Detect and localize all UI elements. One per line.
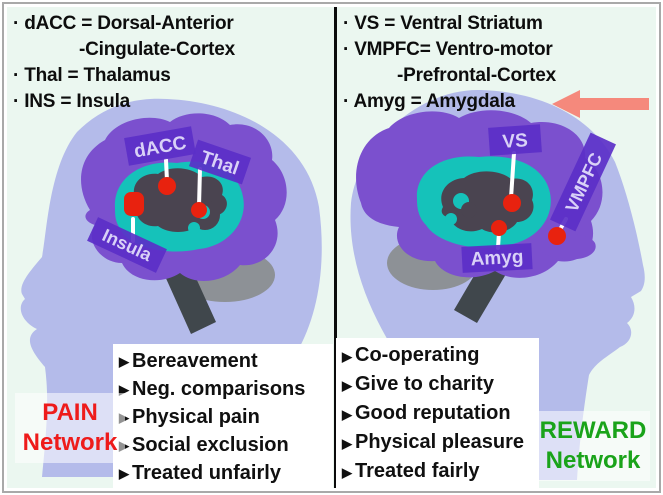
legend-line: · VS = Ventral Striatum <box>343 13 543 34</box>
right-curl-center <box>461 202 477 218</box>
reward-abbreviation-legend: · VS = Ventral Striatum · VMPFC= Ventro-… <box>343 11 556 115</box>
right-curl-notch <box>445 213 457 225</box>
list-item: ▶Physical pleasure <box>342 428 535 457</box>
slide-content: dACC Thal Insula <box>7 7 656 490</box>
legend-line: · dACC = Dorsal-Anterior <box>13 13 234 34</box>
list-item-label: Give to charity <box>355 373 494 395</box>
vs-region-label: VS <box>488 124 542 156</box>
pain-triggers-list: ▶Bereavement ▶Neg. comparisons ▶Physical… <box>113 344 333 490</box>
triangle-bullet-icon: ▶ <box>342 406 352 422</box>
insula-marker-dot <box>124 192 144 216</box>
triangle-bullet-icon: ▶ <box>342 435 352 451</box>
list-item-label: Good reputation <box>355 402 511 424</box>
amyg-marker-dot <box>491 220 507 236</box>
list-item: ▶Treated unfairly <box>119 459 329 487</box>
legend-line: · VMPFC= Ventro-motor <box>343 39 553 60</box>
list-item-label: Co-operating <box>355 344 480 366</box>
list-item: ▶Treated fairly <box>342 457 535 486</box>
pain-network-title: PAIN Network <box>15 393 125 463</box>
legend-line: · Amyg = Amygdala <box>343 91 516 112</box>
legend-line: -Prefrontal-Cortex <box>397 65 556 86</box>
triangle-bullet-icon: ▶ <box>119 354 129 369</box>
triangle-bullet-icon: ▶ <box>342 377 352 393</box>
vmpfc-marker-dot <box>548 227 566 245</box>
list-item-label: Treated fairly <box>355 460 480 482</box>
list-item-label: Physical pain <box>132 405 260 428</box>
vs-connector-line <box>509 151 516 200</box>
panel-divider <box>334 7 337 488</box>
list-item: ▶Neg. comparisons <box>119 375 329 403</box>
svg-text:VS: VS <box>502 130 529 153</box>
svg-text:Amyg: Amyg <box>470 247 524 271</box>
network-title-line: Network <box>22 429 118 456</box>
list-item-label: Neg. comparisons <box>132 377 306 400</box>
reward-triggers-list: ▶Co-operating ▶Give to charity ▶Good rep… <box>336 338 539 488</box>
legend-line: · Thal = Thalamus <box>13 65 171 86</box>
thal-marker-dot <box>191 202 207 218</box>
left-arrow-icon <box>552 90 649 118</box>
thal-connector-line <box>197 167 202 208</box>
list-item: ▶Good reputation <box>342 399 535 428</box>
amyg-region-label: Amyg <box>461 243 533 273</box>
left-hook-notch <box>188 222 200 234</box>
list-item-label: Social exclusion <box>132 433 289 456</box>
network-title-line: REWARD <box>539 417 647 444</box>
list-item: ▶Social exclusion <box>119 431 329 459</box>
dacc-region-label: dACC <box>124 126 196 166</box>
right-brainstem-shape <box>454 257 509 323</box>
legend-line: · INS = Insula <box>13 91 131 112</box>
triangle-bullet-icon: ▶ <box>119 382 129 397</box>
triangle-bullet-icon: ▶ <box>342 464 352 480</box>
reward-network-title: REWARD Network <box>536 411 650 481</box>
pain-abbreviation-legend: · dACC = Dorsal-Anterior -Cingulate-Cort… <box>13 11 235 115</box>
dacc-marker-dot <box>158 177 176 195</box>
list-item: ▶Give to charity <box>342 370 535 399</box>
list-item-label: Treated unfairly <box>132 461 281 484</box>
list-item: ▶Co-operating <box>342 341 535 370</box>
list-item: ▶Bereavement <box>119 347 329 375</box>
triangle-bullet-icon: ▶ <box>119 466 129 481</box>
list-item-label: Physical pleasure <box>355 431 524 453</box>
network-title-line: PAIN <box>42 399 98 426</box>
network-title-line: Network <box>545 447 641 474</box>
triangle-bullet-icon: ▶ <box>342 348 352 364</box>
list-item-label: Bereavement <box>132 349 258 372</box>
legend-line: -Cingulate-Cortex <box>79 39 235 60</box>
list-item: ▶Physical pain <box>119 403 329 431</box>
vs-marker-dot <box>503 194 521 212</box>
